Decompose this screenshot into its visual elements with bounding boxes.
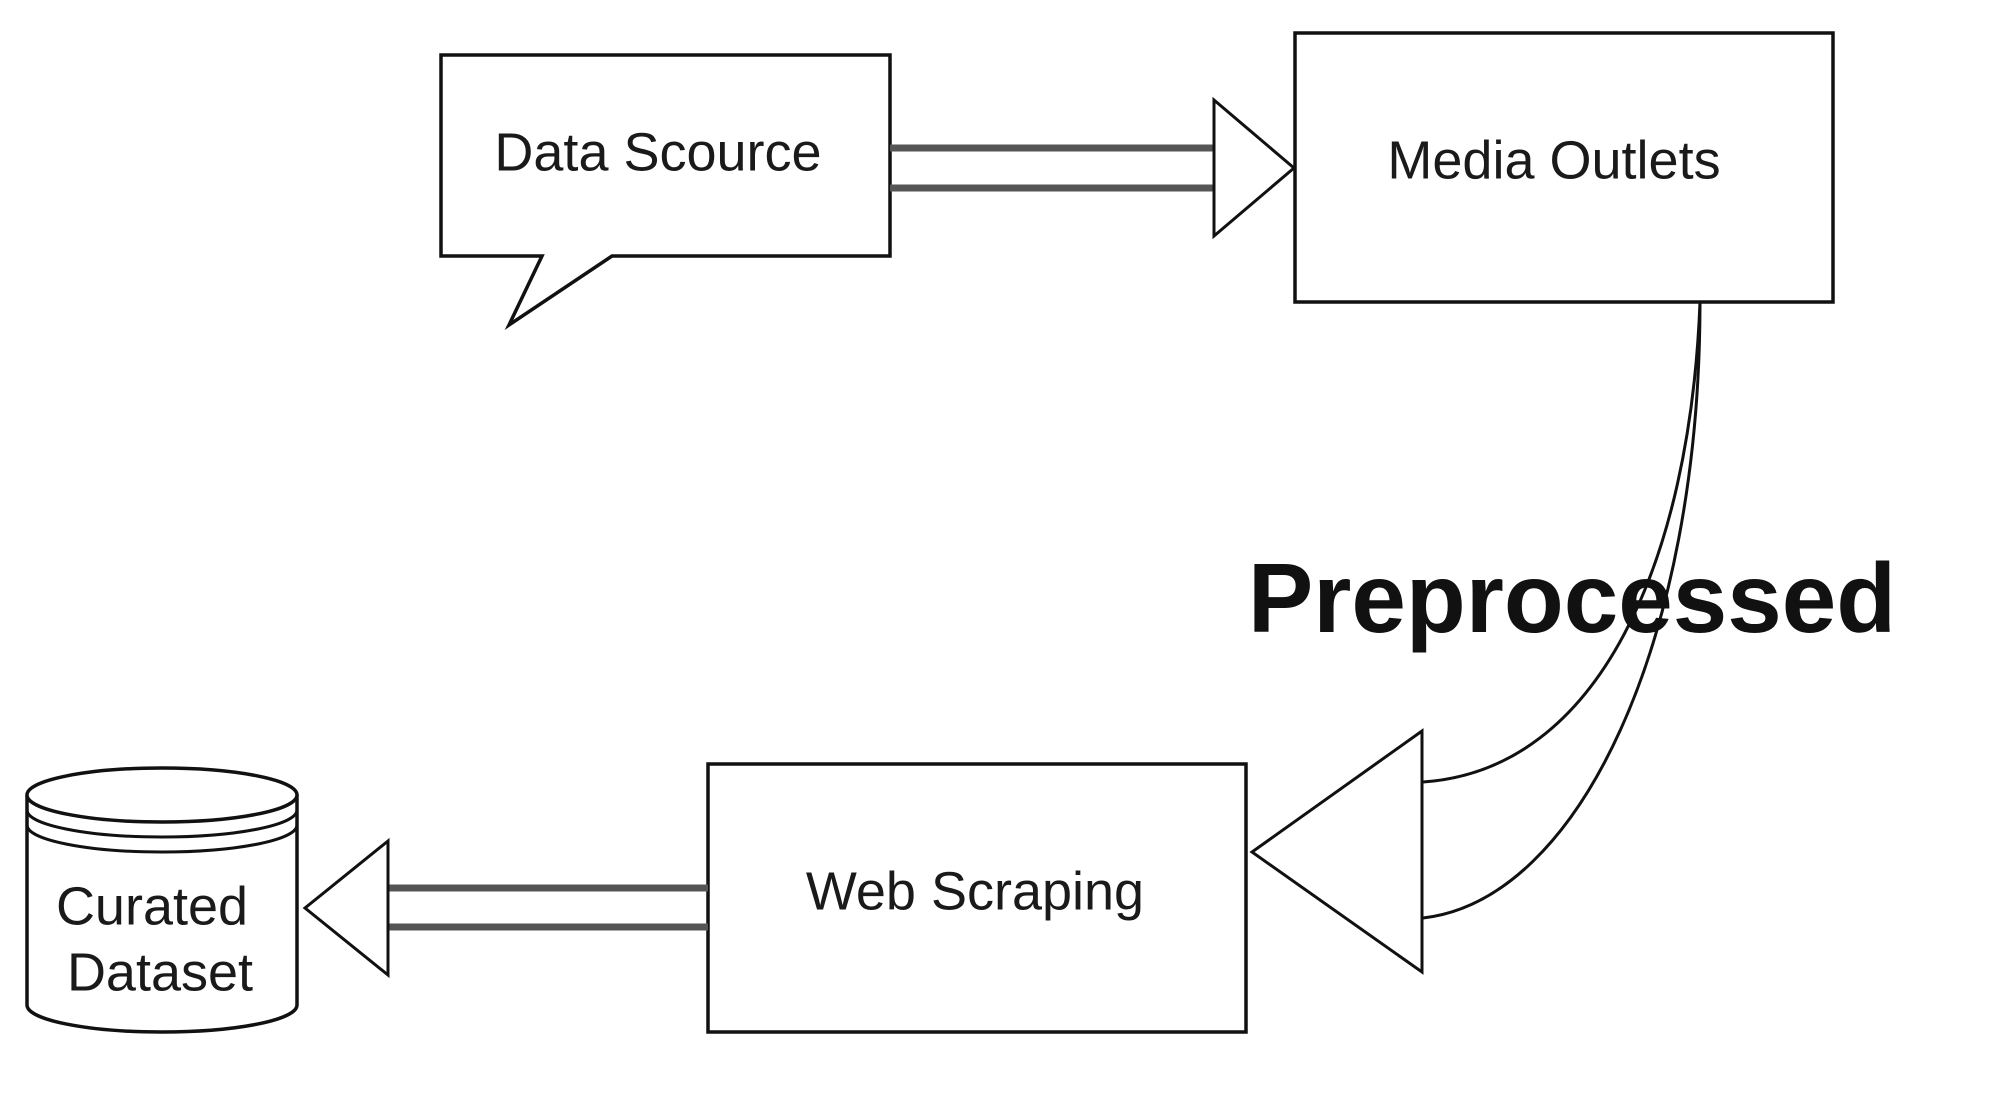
arrow-web-scraping-to-curated-dataset xyxy=(302,837,708,979)
arrow-head-right xyxy=(1212,96,1297,240)
arrow-head-left xyxy=(302,837,390,979)
arrow-head-left-large xyxy=(1249,728,1424,975)
database-ring-1 xyxy=(25,809,299,839)
media-outlets-label: Media Outlets xyxy=(1387,130,1720,190)
edge-label-preprocessed: Preprocessed xyxy=(1248,543,1896,653)
curved-arrow-inner-edge xyxy=(1422,301,1702,784)
curved-arrow-outer-edge xyxy=(1422,301,1702,920)
database-cylinder-top xyxy=(25,766,299,824)
curated-dataset-node[interactable]: Curated Dataset xyxy=(25,766,299,1034)
web-scraping-node[interactable]: Web Scraping xyxy=(706,762,1248,1034)
media-outlets-node[interactable]: Media Outlets xyxy=(1293,31,1835,304)
curated-dataset-label-line1: Curated xyxy=(56,876,248,936)
database-ring-2 xyxy=(25,824,299,854)
arrow-media-outlets-to-web-scraping xyxy=(1249,301,1702,975)
data-source-callout-shape xyxy=(439,53,892,331)
arrow-data-source-to-media-outlets xyxy=(890,96,1297,240)
media-outlets-box xyxy=(1293,31,1835,304)
data-source-label: Data Scource xyxy=(494,122,821,182)
data-source-node[interactable]: Data Scource xyxy=(439,53,892,331)
curated-dataset-label-line2: Dataset xyxy=(67,942,253,1002)
web-scraping-box xyxy=(706,762,1248,1034)
database-cylinder-body xyxy=(25,795,299,1034)
web-scraping-label: Web Scraping xyxy=(806,861,1144,921)
